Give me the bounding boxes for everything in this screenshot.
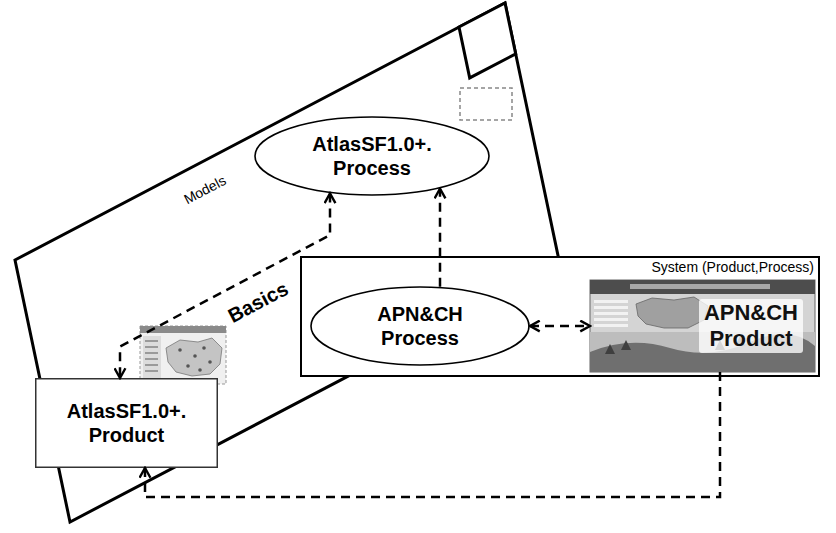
thumbnail-dot <box>208 360 212 364</box>
screenshot-heading <box>630 284 770 289</box>
dashed-connector <box>530 325 590 328</box>
thumbnail-line <box>145 340 158 342</box>
screenshot-frame <box>590 280 815 372</box>
thumbnail-dot <box>193 354 197 358</box>
product-screenshot: APN&CH Product <box>590 280 815 372</box>
dashed-connector <box>145 372 720 497</box>
thumbnail-dot <box>198 368 202 372</box>
box-drawing <box>35 378 218 468</box>
ellipse-drawing <box>310 286 530 366</box>
thumbnail-line <box>145 364 158 366</box>
screenshot-menu-line <box>594 300 628 303</box>
screenshot-banner <box>590 280 815 294</box>
node-label: APN&CH Process <box>377 302 463 350</box>
screenshot-menu-line <box>594 306 628 309</box>
thumbnail-dot <box>202 346 206 350</box>
thumbnail-line <box>145 346 158 348</box>
thumbnail-line <box>145 370 158 372</box>
thumbnail-dot <box>186 364 190 368</box>
process-ellipse: APN&CH Process <box>310 286 530 366</box>
screenshot-tree <box>605 344 615 354</box>
group-label: Models <box>181 172 229 208</box>
thumbnail-dot <box>178 348 182 352</box>
process-ellipse: AtlasSF1.0+. Process <box>254 116 490 196</box>
ellipse-outline <box>255 117 489 195</box>
thumbnail-map <box>166 338 222 376</box>
group-label: System (Product,Process) <box>651 259 814 276</box>
ellipse-outline <box>311 287 529 365</box>
ellipse-drawing <box>254 116 490 196</box>
screenshot-menu-line <box>594 312 628 315</box>
placeholder-frame <box>460 88 512 120</box>
thumbnail-line <box>145 358 158 360</box>
product-box: AtlasSF1.0+. Product <box>35 378 218 468</box>
node-label: AtlasSF1.0+. Product <box>67 399 187 447</box>
screenshot-tree <box>621 340 631 350</box>
thumbnail-line <box>145 352 158 354</box>
map-thumbnail <box>140 326 226 384</box>
screenshot-menu-line <box>594 324 628 327</box>
corner-square <box>459 3 516 78</box>
node-label: APN&CH Product <box>699 299 803 354</box>
edge-label: Basics <box>224 276 292 327</box>
thumbnail-bar <box>140 326 226 333</box>
box-outline <box>36 379 218 468</box>
screenshot-menu-line <box>594 318 628 321</box>
system-outline <box>301 257 819 376</box>
node-label: AtlasSF1.0+. Process <box>312 132 432 180</box>
system-box: System (Product,Process) APN&CH Process AP… <box>300 256 820 377</box>
thumbnail-panel <box>143 336 161 380</box>
thumbnail-frame <box>140 326 226 384</box>
screenshot-map <box>636 297 708 328</box>
